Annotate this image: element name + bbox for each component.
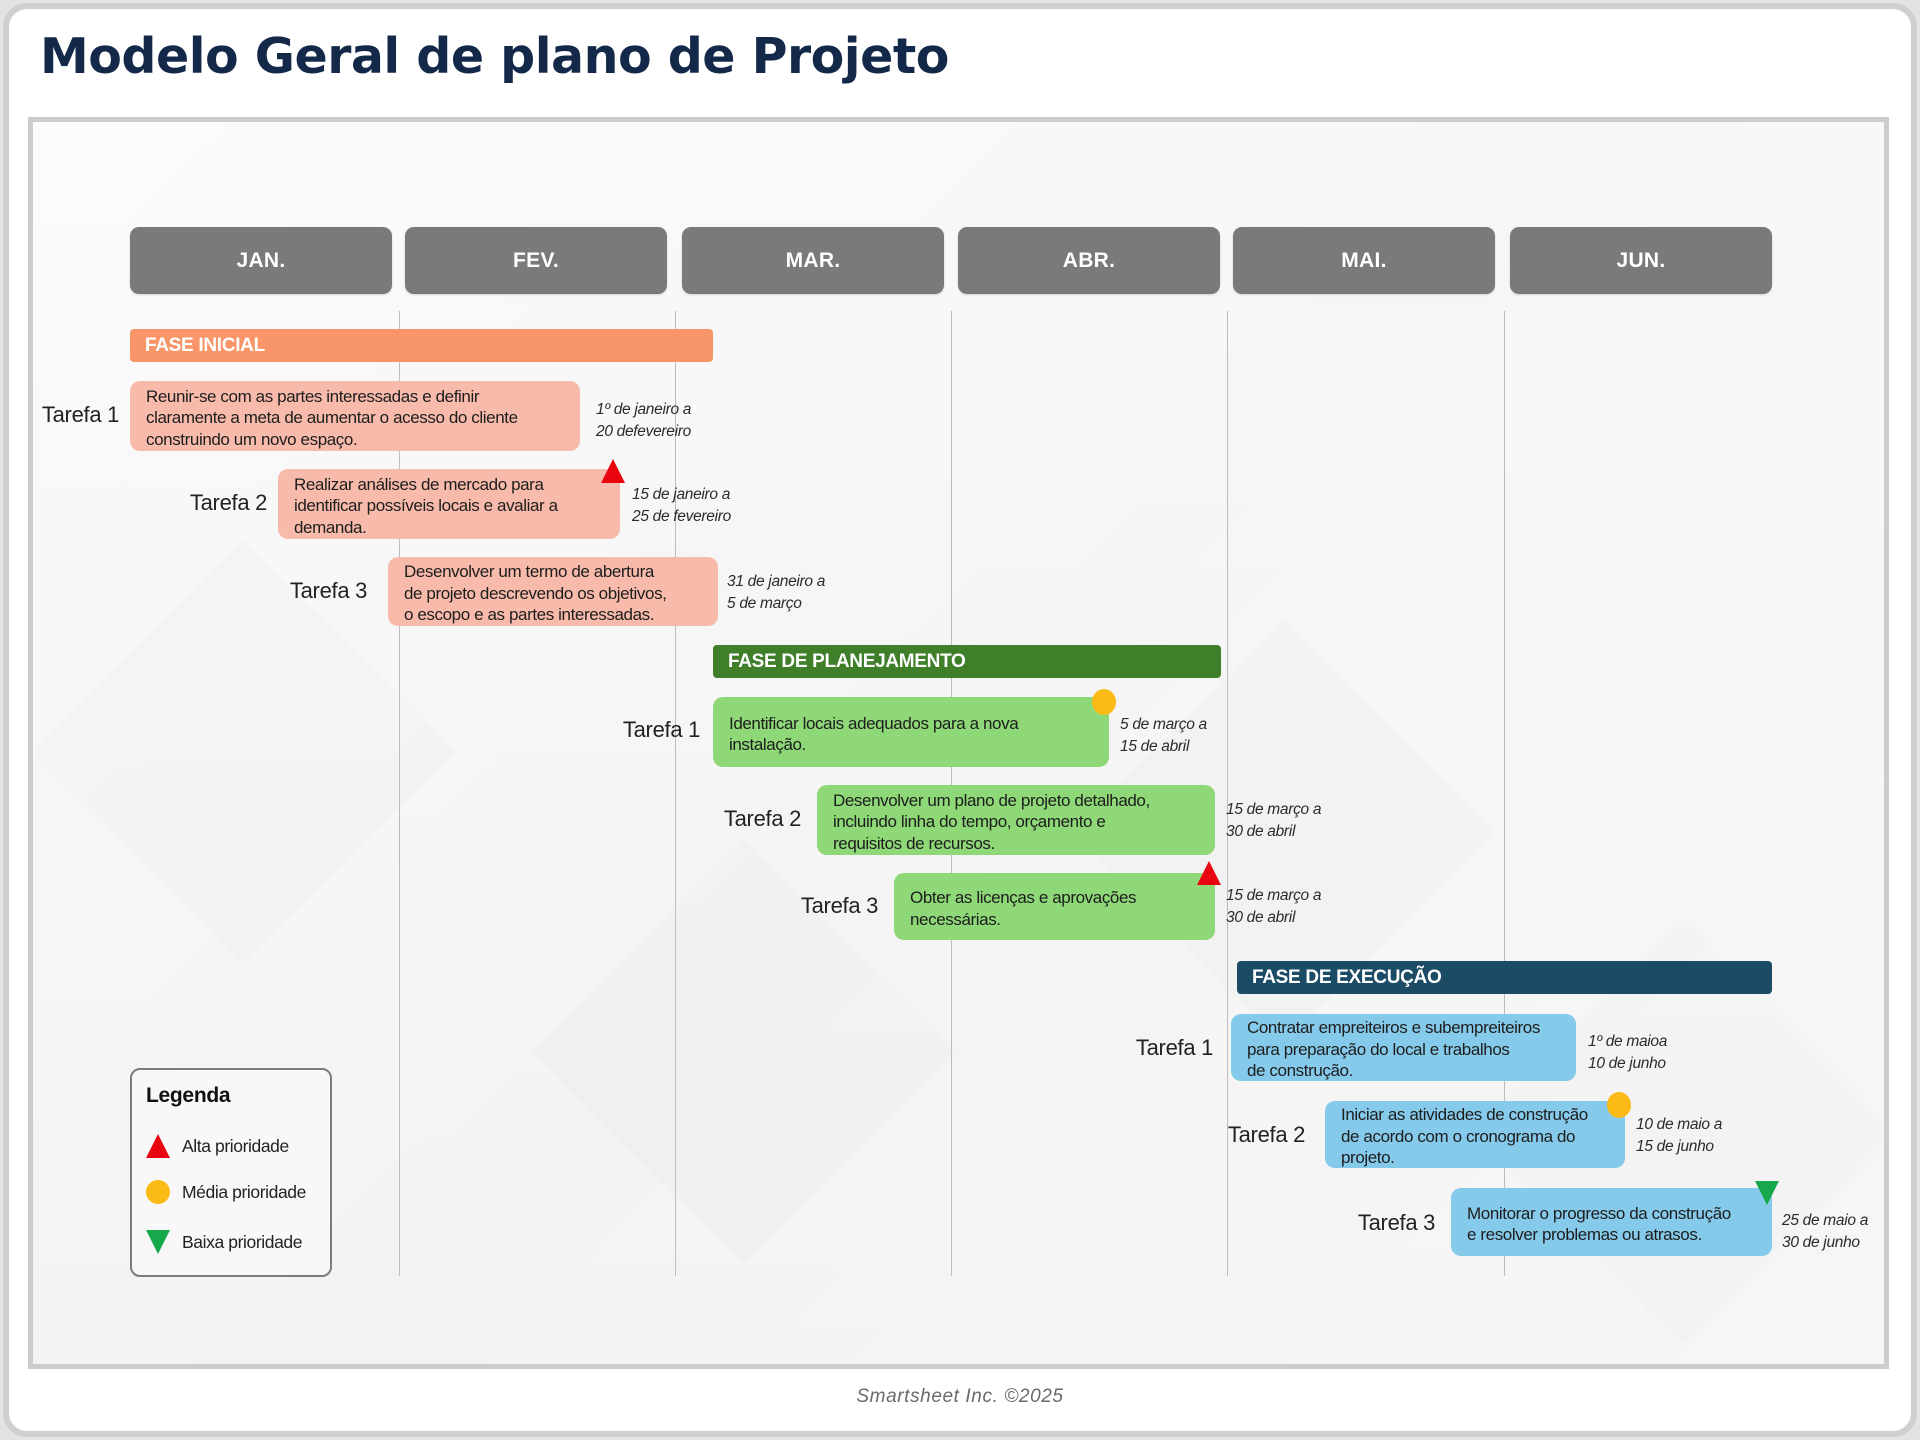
task-text-line: para preparação do local e trabalhos <box>1247 1039 1510 1059</box>
month-header-abr: ABR. <box>958 227 1220 294</box>
low-priority-triangle-icon <box>1755 1181 1779 1205</box>
medium-priority-circle-icon <box>1607 1092 1631 1118</box>
task-text-line: Realizar análises de mercado para <box>294 474 544 494</box>
task-dates: 15 de março a 30 de abril <box>1226 801 1322 840</box>
medium-priority-circle-icon <box>1092 689 1116 715</box>
phase-bar-inicial: FASE INICIAL <box>130 329 713 362</box>
legend-title: Legenda <box>146 1084 231 1107</box>
task-box-execucao-2[interactable]: Iniciar as atividades de construção de a… <box>1325 1101 1625 1168</box>
high-priority-triangle-icon <box>1197 861 1221 885</box>
task-text-line: Desenvolver um plano de projeto detalhad… <box>833 790 1150 810</box>
month-header-fev: FEV. <box>405 227 667 294</box>
task-text-line: construindo um novo espaço. <box>146 429 358 449</box>
task-dates: 10 de maio a 15 de junho <box>1636 1116 1723 1155</box>
task-text-line: Reunir-se com as partes interessadas e d… <box>146 386 480 406</box>
month-header-jan: JAN. <box>130 227 392 294</box>
task-label: Tarefa 2 <box>1227 1122 1305 1147</box>
task-box-inicial-1[interactable]: Reunir-se com as partes interessadas e d… <box>130 381 580 451</box>
month-gridline <box>399 311 400 1276</box>
task-text-line: Desenvolver um termo de abertura <box>404 562 654 582</box>
task-text-line: demanda. <box>294 517 367 537</box>
task-box-planejamento-3[interactable]: Obter as licenças e aprovações necessári… <box>894 873 1215 940</box>
task-text-line: de construção. <box>1247 1061 1353 1081</box>
task-dates: 15 de março a 30 de abril <box>1226 887 1322 926</box>
task-text-line: e resolver problemas ou atrasos. <box>1467 1225 1702 1244</box>
legend-item-baixa: Baixa prioridade <box>146 1230 302 1254</box>
task-label: Tarefa 3 <box>800 893 878 918</box>
task-box-planejamento-1[interactable]: Identificar locais adequados para a nova… <box>713 697 1109 767</box>
phase-bar-planejamento: FASE DE PLANEJAMENTO <box>713 645 1221 678</box>
task-label: Tarefa 1 <box>1135 1035 1213 1060</box>
task-text-line: Obter as licenças e aprovações <box>910 888 1137 907</box>
task-text-line: Iniciar as atividades de construção <box>1341 1105 1588 1125</box>
task-label: Tarefa 1 <box>622 717 700 742</box>
legend-item-alta: Alta prioridade <box>146 1134 289 1158</box>
red-triangle-up-icon <box>146 1134 170 1158</box>
task-text-line: Contratar empreiteiros e subempreiteiros <box>1247 1018 1540 1038</box>
task-label: Tarefa 3 <box>289 578 367 603</box>
legend-label: Baixa prioridade <box>182 1231 303 1252</box>
task-label: Tarefa 2 <box>189 490 267 515</box>
task-text-line: incluindo linha do tempo, orçamento e <box>833 812 1106 832</box>
legend: Legenda Alta prioridade Média prioridade… <box>130 1068 332 1277</box>
task-dates: 5 de março a 15 de abril <box>1120 716 1207 755</box>
task-dates: 15 de janeiro a 25 de fevereiro <box>632 486 731 525</box>
task-label: Tarefa 3 <box>1357 1210 1435 1235</box>
month-header-jun: JUN. <box>1510 227 1772 294</box>
task-text-line: projeto. <box>1341 1148 1395 1168</box>
task-dates: 25 de maio a 30 de junho <box>1782 1212 1869 1251</box>
task-text-line: de projeto descrevendo os objetivos, <box>404 583 667 603</box>
task-box-execucao-1[interactable]: Contratar empreiteiros e subempreiteiros… <box>1231 1014 1576 1081</box>
phase-bar-execucao: FASE DE EXECUÇÃO <box>1237 961 1772 994</box>
legend-label: Alta prioridade <box>182 1135 289 1156</box>
legend-item-media: Média prioridade <box>146 1180 306 1204</box>
task-dates: 31 de janeiro a 5 de março <box>727 573 826 612</box>
green-triangle-down-icon <box>146 1230 170 1254</box>
legend-label: Média prioridade <box>182 1181 306 1202</box>
task-text-line: Monitorar o progresso da construção <box>1467 1203 1731 1223</box>
footer-copyright: Smartsheet Inc. ©2025 <box>856 1386 1064 1407</box>
month-header-mai: MAI. <box>1233 227 1495 294</box>
task-box-planejamento-2[interactable]: Desenvolver um plano de projeto detalhad… <box>817 785 1215 855</box>
month-gridline <box>675 311 676 1276</box>
month-gridline <box>1504 311 1505 1276</box>
task-text-line: Identificar locais adequados para a nova <box>729 713 1019 733</box>
task-text-line: necessárias. <box>910 909 1001 929</box>
month-header-mar: MAR. <box>682 227 944 294</box>
task-label: Tarefa 1 <box>41 402 119 427</box>
task-text-line: instalação. <box>729 735 806 754</box>
high-priority-triangle-icon <box>601 459 625 483</box>
month-gridline <box>1227 311 1228 1276</box>
task-text-line: de acordo com o cronograma do <box>1341 1126 1576 1146</box>
task-box-inicial-2[interactable]: Realizar análises de mercado para identi… <box>278 469 620 539</box>
task-text-line: o escopo e as partes interessadas. <box>404 605 655 625</box>
task-box-execucao-3[interactable]: Monitorar o progresso da construção e re… <box>1451 1188 1772 1256</box>
task-label: Tarefa 2 <box>723 806 801 831</box>
task-text-line: requisitos de recursos. <box>833 833 995 853</box>
page-title: Modelo Geral de plano de Projeto <box>40 28 949 85</box>
task-dates: 1º de janeiro a 20 defevereiro <box>596 401 692 440</box>
yellow-circle-icon <box>146 1180 170 1204</box>
task-dates: 1º de maioa 10 de junho <box>1588 1033 1668 1072</box>
task-box-inicial-3[interactable]: Desenvolver um termo de abertura de proj… <box>388 557 718 626</box>
task-text-line: claramente a meta de aumentar o acesso d… <box>146 408 518 428</box>
task-text-line: identificar possíveis locais e avaliar a <box>294 496 558 516</box>
